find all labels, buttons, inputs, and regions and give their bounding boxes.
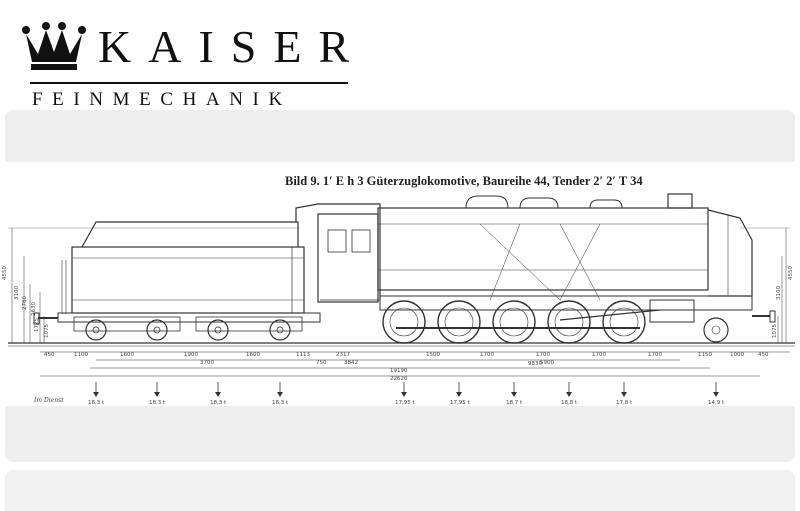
axle-load-label: 18,8 t — [561, 400, 578, 406]
axle-load-label: 17,8 t — [616, 400, 633, 406]
brand-divider — [30, 82, 348, 84]
dim-label: 1700 — [592, 352, 606, 358]
brand-name: KAISER — [98, 21, 367, 72]
height-label: 1725 — [34, 318, 40, 332]
dim-label: 1000 — [730, 352, 744, 358]
height-label: 3100 — [776, 286, 782, 300]
height-label: 4550 — [788, 266, 794, 280]
axle-load-label: 18,3 t — [210, 400, 227, 406]
height-label: 2630 — [31, 302, 37, 316]
height-label: 1075 — [772, 324, 778, 338]
height-label: 2780 — [22, 296, 28, 310]
dim-label: 1150 — [698, 352, 712, 358]
dim-label: 9830 — [528, 361, 542, 367]
height-label: 4550 — [2, 266, 8, 280]
dim-label: 1113 — [296, 352, 310, 358]
drawing-card — [5, 110, 795, 462]
dim-label: 450 — [758, 352, 769, 358]
dim-label: 22620 — [390, 376, 408, 382]
dim-label: 3842 — [344, 360, 358, 366]
brand-logo: KAISER FEINMECHANIK — [22, 14, 352, 109]
axle-load-label: 18,7 t — [506, 400, 523, 406]
dim-label: 1900 — [184, 352, 198, 358]
drawing-panel — [5, 162, 795, 406]
dim-label: 450 — [44, 352, 55, 358]
axle-load-label: 18,3 t — [149, 400, 166, 406]
height-label: 3100 — [14, 286, 20, 300]
axle-load-label: 14,9 t — [708, 400, 725, 406]
dim-label: 1100 — [74, 352, 88, 358]
dim-label: 1700 — [480, 352, 494, 358]
crown-icon — [22, 22, 86, 70]
dim-label: 3700 — [200, 360, 214, 366]
dim-label: 1700 — [536, 352, 550, 358]
dim-label: 5900 — [540, 360, 554, 366]
dim-label: 19190 — [390, 368, 408, 374]
axle-load-label: 18,3 t — [88, 400, 105, 406]
dim-label: 1700 — [648, 352, 662, 358]
axle-load-label: 17,95 t — [450, 400, 470, 406]
dim-label: 750 — [316, 360, 327, 366]
dim-label: 2317 — [336, 352, 350, 358]
dim-label: 1600 — [120, 352, 134, 358]
drawing-caption: Bild 9. 1′ E h 3 Güterzuglokomotive, Bau… — [285, 174, 643, 188]
dim-label: 1500 — [426, 352, 440, 358]
height-label: 1075 — [44, 324, 50, 338]
dim-label: 1600 — [246, 352, 260, 358]
axle-load-label: 18,3 t — [272, 400, 289, 406]
brand-subtitle: FEINMECHANIK — [32, 89, 292, 110]
card-footer — [5, 470, 795, 511]
axle-load-label: 17,95 t — [395, 400, 415, 406]
in-service-label: Im Dienst — [33, 397, 64, 404]
